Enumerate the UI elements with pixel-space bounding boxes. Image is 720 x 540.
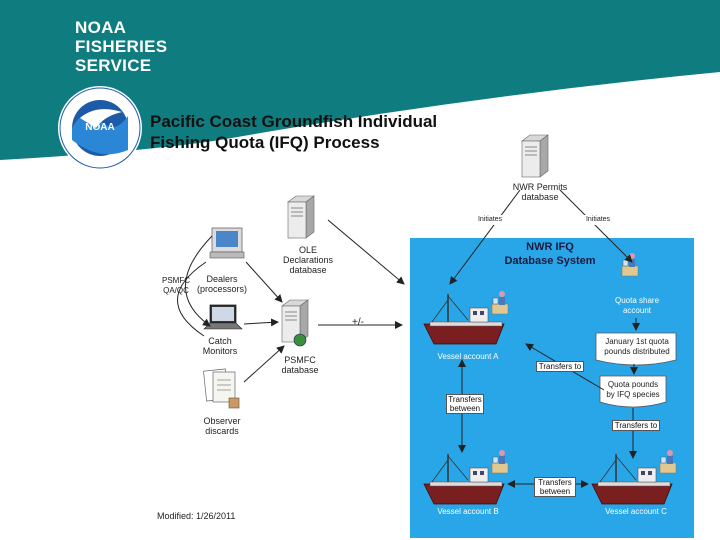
arrow-ole-to-system: [327, 219, 405, 285]
initiates-left-label: Initiates: [470, 215, 510, 225]
january-quota-label: January 1st quota pounds distributed: [604, 337, 670, 356]
transfers-between-label-1: Transfers between: [446, 394, 484, 414]
quota-pounds-label: Quota pounds by IFQ species: [606, 380, 660, 399]
agency-line-1: NOAA: [75, 18, 127, 37]
transfers-between-label-2: Transfers between: [534, 477, 576, 497]
slide-title: Pacific Coast Groundfish Individual Fish…: [150, 111, 437, 153]
quota-share-label: Quota share account: [614, 296, 660, 315]
agency-line-2: FISHERIES: [75, 37, 168, 56]
january-quota-box: [595, 332, 677, 366]
arrow-dealers-to-psmfc: [245, 261, 283, 303]
transfers-to-label-2: Transfers to: [612, 420, 660, 431]
psmfc-qaqc-label: PSMFC QA/QC: [162, 276, 190, 295]
nwr-permits-server-icon: [521, 134, 549, 178]
observer-label: Observer discards: [203, 416, 241, 436]
catch-monitor-laptop-icon: [203, 304, 243, 330]
ole-label: OLE Declarations database: [282, 245, 334, 275]
vessel-b-label: Vessel account B: [437, 507, 499, 516]
arrow-catch-to-psmfc: [243, 318, 279, 327]
arrow-qaqc-loop-2: [177, 261, 207, 337]
title-line-2: Fishing Quota (IFQ) Process: [150, 133, 380, 152]
agency-line-3: SERVICE: [75, 56, 152, 75]
arrow-qaqc-loop: [185, 235, 213, 327]
svg-text:NOAA: NOAA: [85, 122, 114, 133]
quota-pounds-box: [599, 375, 667, 408]
dealers-label: Dealers (processors): [196, 274, 247, 294]
psmfc-server-icon: [281, 299, 309, 347]
noaa-logo-icon: NOAA: [58, 86, 142, 170]
arrow-observer-to-psmfc: [243, 345, 285, 383]
ifq-system-title: NWR IFQ Database System: [504, 241, 596, 267]
plus-minus-label: +/-: [352, 317, 364, 328]
agency-name: NOAA FISHERIES SERVICE: [75, 18, 167, 75]
arrow-permits-to-vessel-a: [449, 189, 521, 285]
arrow-permits-to-quota-share: [559, 189, 633, 263]
vessel-a-label: Vessel account A: [437, 352, 499, 361]
transfers-to-label-1: Transfers to: [536, 361, 584, 372]
observer-document-icon: [203, 368, 240, 409]
psmfc-database-label: PSMFC database: [281, 355, 319, 375]
vessel-c-label: Vessel account C: [605, 507, 667, 516]
initiates-right-label: Initiates: [578, 215, 618, 225]
modified-date: Modified: 1/26/2011: [157, 511, 236, 521]
ole-server-icon: [287, 195, 315, 239]
catch-monitors-label: Catch Monitors: [202, 336, 238, 356]
title-line-1: Pacific Coast Groundfish Individual: [150, 112, 438, 131]
nwr-permits-label: NWR Permits database: [512, 182, 568, 202]
dealer-computer-icon: [209, 227, 245, 259]
